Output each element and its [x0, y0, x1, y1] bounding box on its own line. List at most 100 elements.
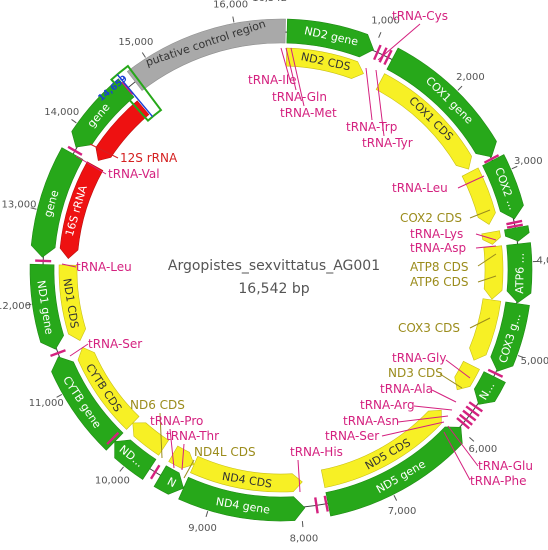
annotation-label[interactable]: tRNA-Glu	[478, 459, 533, 473]
tick-label: 15,000	[118, 37, 153, 48]
leader-line	[397, 415, 449, 423]
tick-mark	[232, 16, 235, 23]
nd5-gene[interactable]	[325, 426, 463, 517]
trna-mark[interactable]	[465, 405, 480, 417]
annotation-label[interactable]: tRNA-Asn	[343, 414, 399, 428]
tick-mark	[141, 52, 146, 58]
nd4l-cds[interactable]	[168, 445, 195, 469]
nd4l-gene[interactable]	[153, 465, 184, 495]
nd4-gene[interactable]	[178, 476, 306, 522]
trna-mark[interactable]	[468, 401, 484, 413]
annotation-label[interactable]: tRNA-Gln	[272, 90, 327, 104]
leader-line	[413, 405, 453, 411]
leader-line	[443, 431, 471, 481]
tick-label: 6,000	[469, 444, 498, 455]
annotation-label[interactable]: tRNA-Val	[108, 167, 160, 181]
annotation-label[interactable]: tRNA-Leu	[392, 181, 448, 195]
cox3-gene[interactable]	[490, 301, 530, 372]
sequence-name: Argopistes_sexvittatus_AG001	[168, 258, 380, 274]
trna-mark[interactable]	[35, 259, 52, 263]
leader-line	[469, 209, 491, 219]
trna-mark[interactable]	[383, 49, 393, 66]
annotation-label[interactable]: tRNA-Ser	[88, 337, 142, 351]
annotation-label[interactable]: tRNA-Ile	[248, 73, 297, 87]
leader-line	[469, 317, 491, 329]
trna-mark[interactable]	[462, 409, 477, 422]
nd2-gene[interactable]	[286, 18, 374, 58]
atp8-cds[interactable]	[481, 230, 501, 245]
cox1-gene[interactable]	[386, 47, 497, 158]
tick-mark	[378, 31, 382, 38]
control[interactable]	[126, 18, 286, 91]
annotation-label[interactable]: tRNA-Cys	[392, 9, 448, 23]
annotation-label[interactable]: tRNA-Leu	[76, 260, 132, 274]
annotation-label[interactable]: tRNA-Pro	[150, 414, 203, 428]
trna-mark[interactable]	[458, 413, 473, 426]
tick-label: 11,000	[29, 398, 64, 409]
annotation-label[interactable]: tRNA-Gly	[392, 351, 446, 365]
trna-mark[interactable]	[50, 349, 66, 358]
annotation-label[interactable]: tRNA-Tyr	[362, 136, 413, 150]
trna-mark[interactable]	[506, 219, 523, 226]
atp8-gene[interactable]	[504, 225, 530, 242]
annotation-label[interactable]: tRNA-Thr	[166, 429, 219, 443]
trna-mark[interactable]	[121, 81, 134, 95]
16s-gene[interactable]	[30, 147, 84, 258]
annotation-label[interactable]: tRNA-His	[290, 445, 343, 459]
annotation-label[interactable]: tRNA-Ala	[380, 382, 433, 396]
tick-label: 12,000	[0, 301, 31, 312]
cox1-cds[interactable]	[375, 73, 472, 170]
tick-mark	[30, 207, 37, 210]
annotation-label[interactable]: 12S rRNA	[120, 151, 178, 165]
annotation-label[interactable]: tRNA-Phe	[470, 474, 527, 488]
nd2-cds[interactable]	[285, 47, 364, 79]
16s-rrna[interactable]	[59, 161, 104, 260]
trna-mark[interactable]	[487, 368, 504, 378]
tick-mark	[71, 119, 77, 124]
12s-rrna[interactable]	[95, 100, 150, 161]
trna-mark[interactable]	[373, 44, 382, 61]
annotation-label[interactable]: ND4L CDS	[194, 445, 256, 459]
trna-mark[interactable]	[483, 154, 500, 164]
trna-mark[interactable]	[456, 417, 470, 430]
annotation-label[interactable]: tRNA-Asp	[410, 241, 466, 255]
trna-mark[interactable]	[67, 145, 83, 156]
annotation-label[interactable]: tRNA-Ser	[325, 429, 379, 443]
leader-line	[445, 359, 471, 379]
atp6-gene[interactable]	[506, 242, 533, 304]
trna-mark[interactable]	[149, 464, 161, 480]
nd6-gene[interactable]	[114, 439, 157, 480]
cox3-cds[interactable]	[469, 298, 502, 361]
annotation-label[interactable]: tRNA-Arg	[360, 398, 415, 412]
annotation-label[interactable]: ND6 CDS	[130, 398, 185, 412]
nd1-gene[interactable]	[29, 263, 64, 350]
atp6-gene-label: ATP6 ...	[513, 253, 527, 294]
atp6-cds[interactable]	[483, 245, 504, 300]
annotation-label[interactable]: tRNA-Trp	[346, 120, 397, 134]
nd3-gene[interactable]	[473, 371, 506, 405]
trna-mark[interactable]	[106, 431, 120, 445]
cytb-cds[interactable]	[77, 346, 140, 430]
annotation-label[interactable]: ND3 CDS	[388, 366, 443, 380]
selection-cursor[interactable]	[116, 74, 154, 118]
leader-line	[297, 459, 301, 493]
annotation-label[interactable]: ATP6 CDS	[410, 275, 469, 289]
annotation-label[interactable]: ATP8 CDS	[410, 260, 469, 274]
nd6-cds[interactable]	[132, 422, 170, 456]
tick-label: 7,000	[388, 506, 417, 517]
annotation-label[interactable]: COX3 CDS	[398, 321, 460, 335]
trna-mark[interactable]	[323, 495, 329, 512]
annotation-label[interactable]: tRNA-Met	[280, 106, 337, 120]
origin-label: 16,542	[252, 0, 287, 4]
cytb-gene[interactable]	[51, 356, 124, 451]
annotation-label[interactable]: tRNA-Lys	[410, 227, 463, 241]
cox2-gene[interactable]	[482, 154, 524, 220]
trna-mark[interactable]	[506, 223, 524, 229]
trna-mark[interactable]	[314, 497, 319, 514]
annotation-label[interactable]: COX2 CDS	[400, 211, 462, 225]
tick-label: 3,000	[514, 156, 543, 167]
leader-line	[381, 421, 445, 437]
